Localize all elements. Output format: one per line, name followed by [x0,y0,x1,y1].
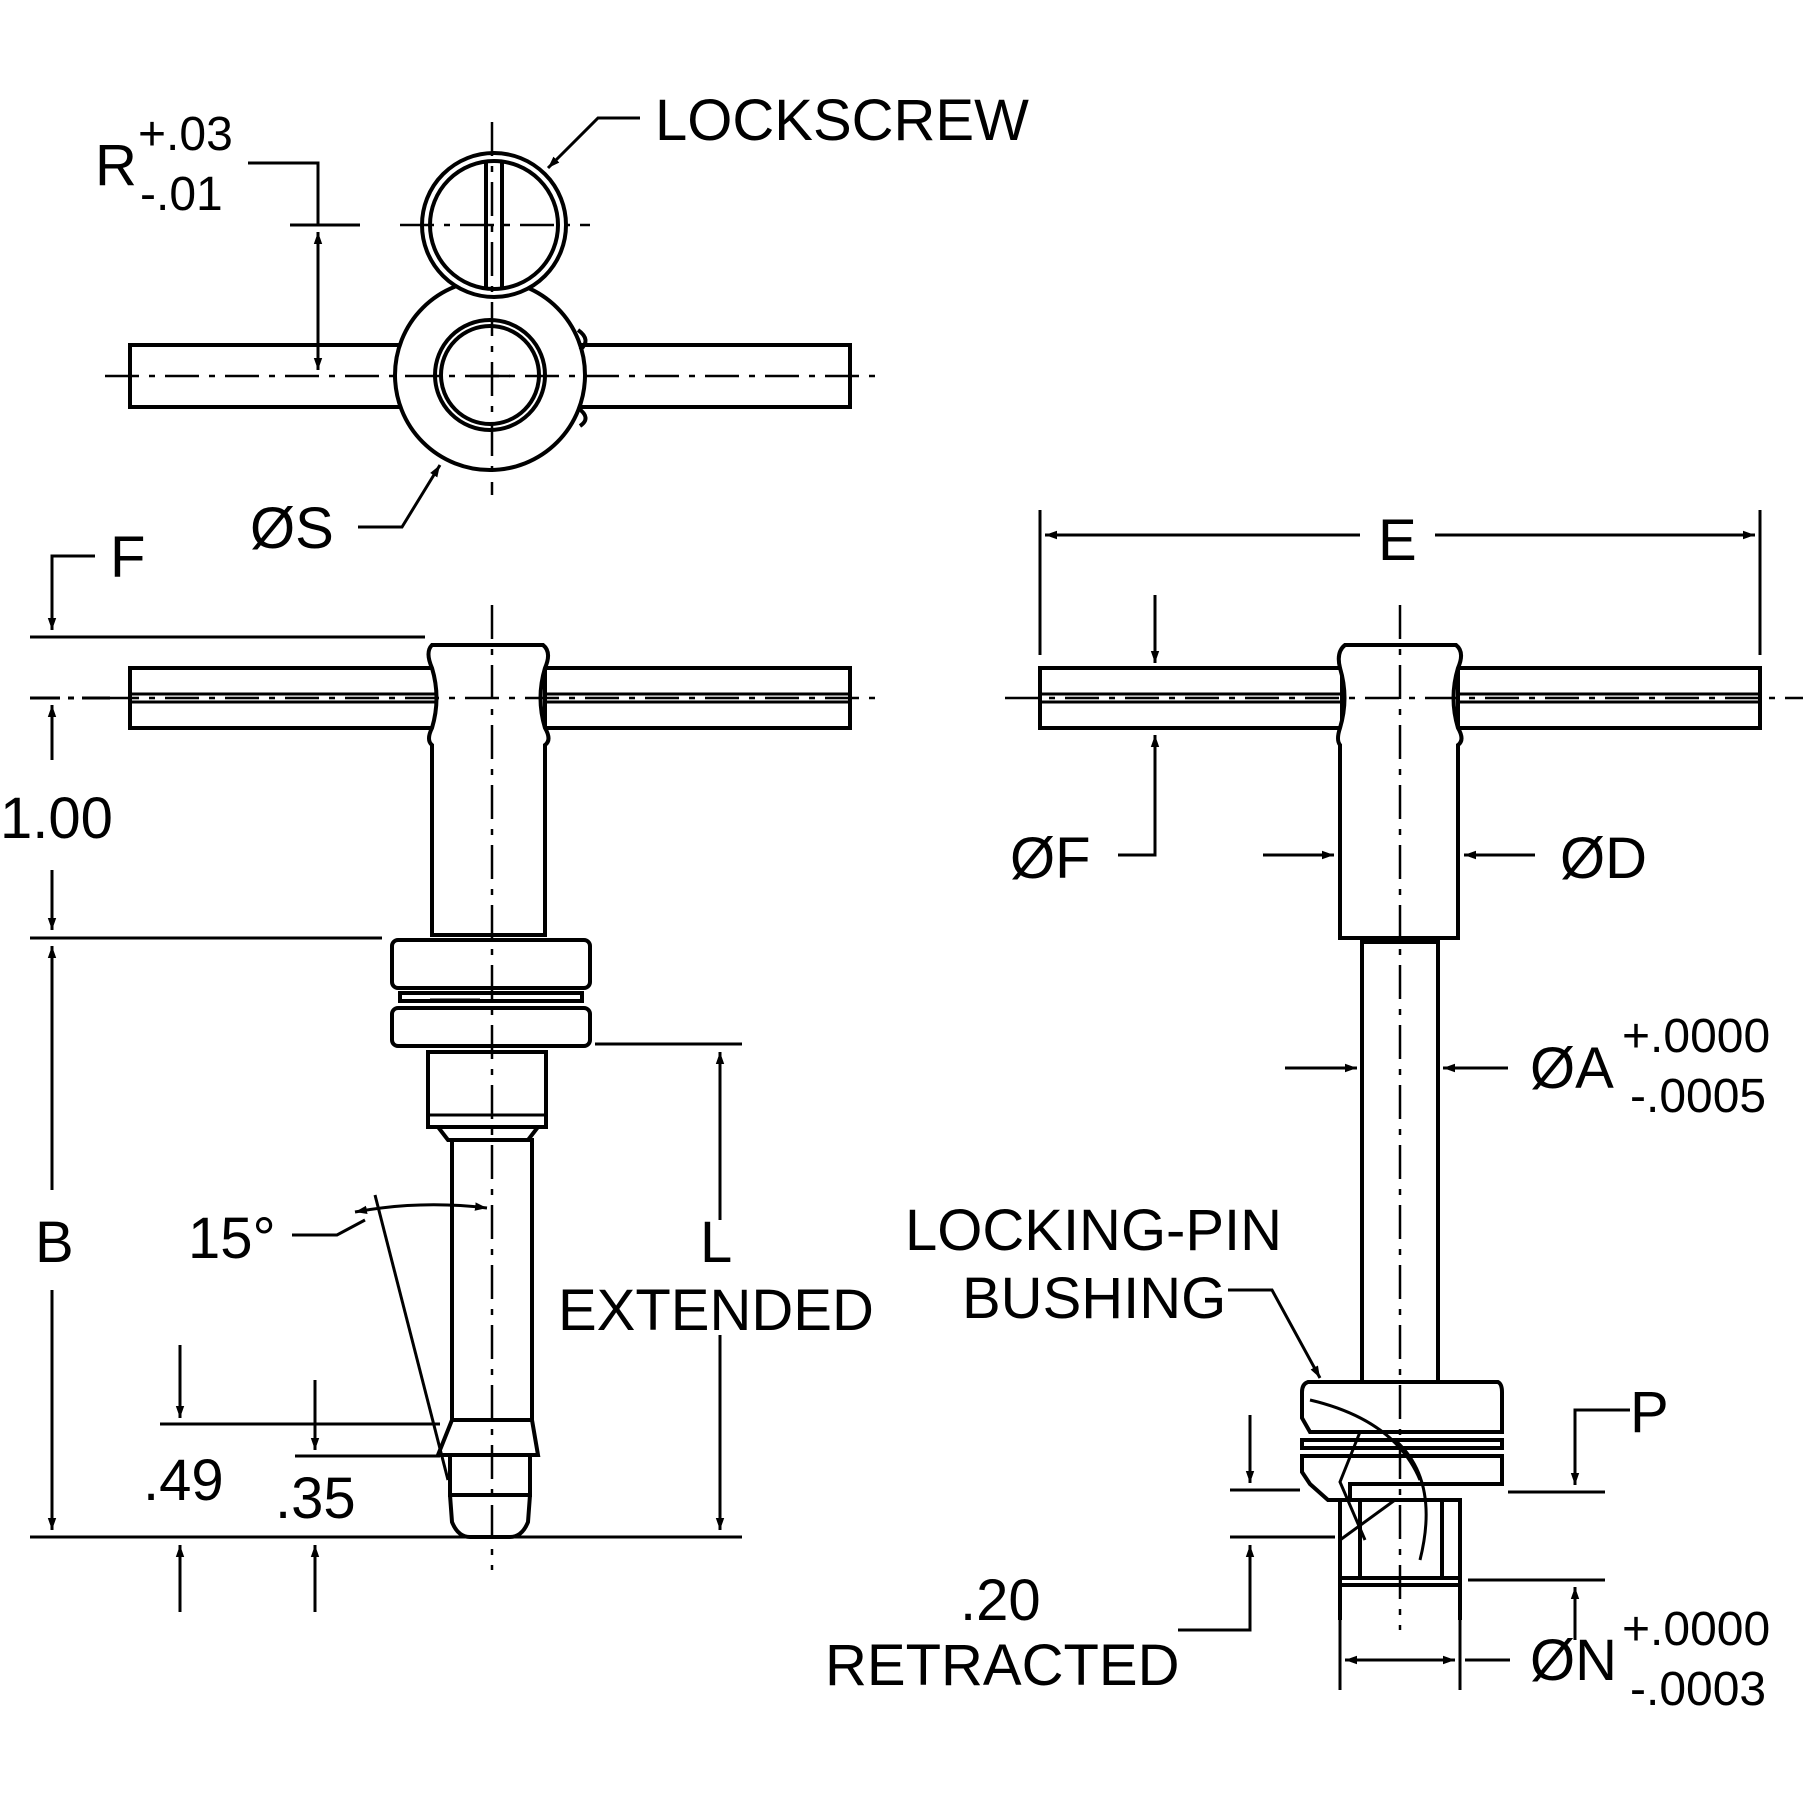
dia-f-label: ØF [1010,826,1091,891]
dia-s-leader [358,464,442,529]
dia-d-label: ØD [1560,826,1647,891]
r-dimension [248,161,360,370]
p-dimension [1468,1408,1630,1640]
r-label: R [95,133,137,198]
one-inch-dimension [30,870,382,940]
tip-dimensions [160,1345,440,1612]
dia-a-label: ØA [1530,1036,1614,1101]
e-dimension [1038,510,1762,655]
retracted-dimension [1178,1415,1335,1632]
locking-pin-label-line2: BUSHING [962,1266,1226,1331]
dia-f-dimension [1118,595,1160,857]
lockscrew-label: LOCKSCREW [655,88,1029,153]
dia-s-label: ØS [250,496,334,561]
locking-pin-label-line1: LOCKING-PIN [905,1198,1282,1263]
dia-n-dimension [1338,1600,1510,1690]
r-tolerance-plus: +.03 [138,108,233,161]
bushing-leader [1228,1288,1322,1379]
dim-035-label: .35 [275,1466,356,1531]
e-label: E [1378,508,1417,573]
front-pin-shank [450,1138,534,1422]
front-hub [426,643,551,937]
l-label: L [700,1210,732,1275]
dia-n-label: ØN [1530,1628,1617,1693]
p-label: P [1630,1380,1669,1445]
a-tolerance-plus: +.0000 [1622,1010,1770,1063]
f-top-dimension [30,554,425,760]
r-tolerance-minus: -.01 [140,168,223,221]
lockscrew-leader [546,116,640,170]
top-view [105,122,875,495]
n-tolerance-minus: -.0003 [1630,1663,1766,1716]
extended-label: EXTENDED [558,1278,874,1343]
front-view [105,605,880,1570]
n-tolerance-plus: +.0000 [1622,1603,1770,1656]
dim-020-label: .20 [960,1568,1041,1633]
f-top-label: F [110,525,145,590]
angle-label: 15° [188,1206,276,1271]
b-dimension [30,946,742,1539]
locking-pin-bushing [1300,1380,1504,1434]
dim-049-label: .49 [143,1448,224,1513]
b-label: B [35,1210,74,1275]
side-view [1005,605,1803,1630]
a-tolerance-minus: -.0005 [1630,1070,1766,1123]
angle-dimension [292,1194,488,1481]
l-dimension [595,1042,742,1530]
one-inch-label: 1.00 [0,786,113,851]
retracted-label: RETRACTED [825,1633,1179,1698]
